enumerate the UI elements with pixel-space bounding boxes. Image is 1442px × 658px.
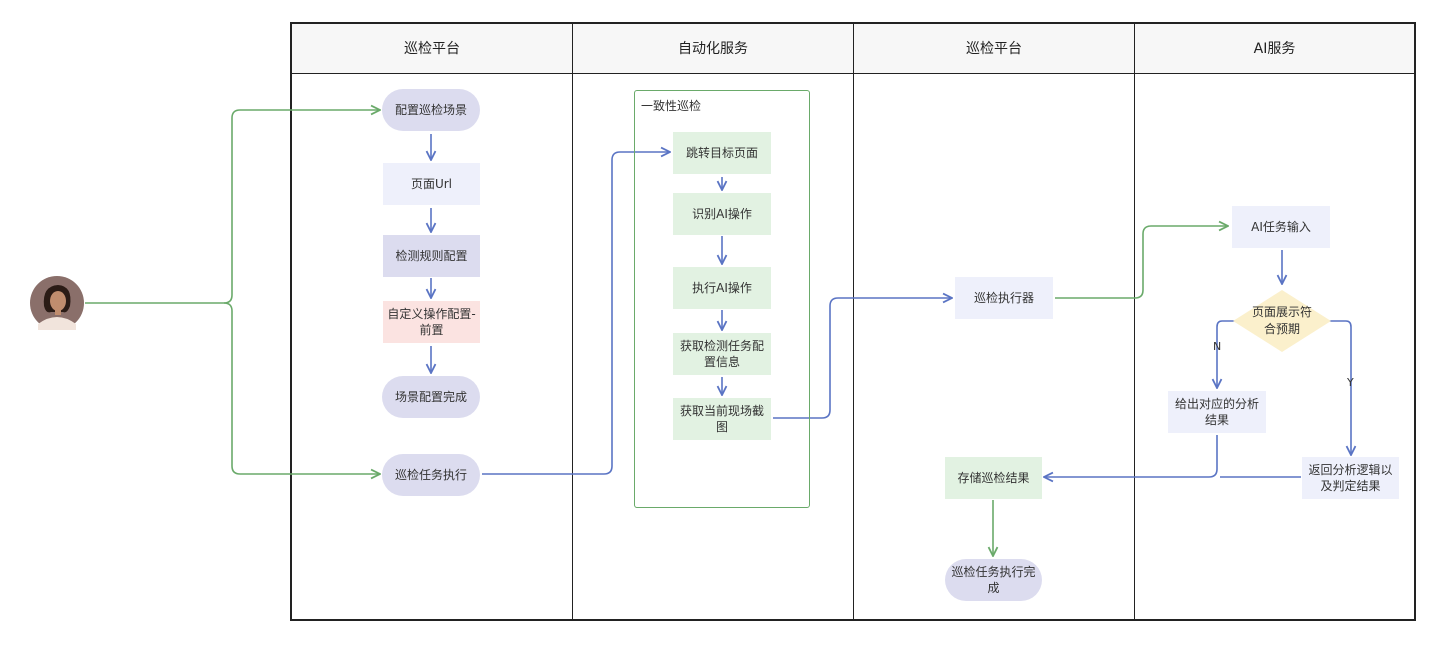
scene-done-node[interactable]: 场景配置完成 [382, 376, 480, 418]
give-result-node[interactable]: 给出对应的分析结果 [1168, 391, 1266, 433]
lane-divider [572, 24, 573, 619]
swimlane-frame [290, 22, 1416, 621]
lane-header-platform: 巡检平台 [292, 24, 572, 74]
branch-label-n: N [1213, 340, 1222, 353]
store-result-node[interactable]: 存储巡检结果 [945, 457, 1042, 499]
identify-ai-node[interactable]: 识别AI操作 [673, 193, 771, 235]
group-title: 一致性巡检 [641, 99, 702, 113]
task-exec-node[interactable]: 巡检任务执行 [382, 454, 480, 496]
return-result-node[interactable]: 返回分析逻辑以及判定结果 [1302, 457, 1399, 499]
consistency-group: 一致性巡检 [634, 90, 810, 508]
jump-page-node[interactable]: 跳转目标页面 [673, 132, 771, 174]
screenshot-node[interactable]: 获取当前现场截图 [673, 398, 771, 440]
executor-node[interactable]: 巡检执行器 [955, 277, 1053, 319]
lane-header-automation: 自动化服务 [573, 24, 853, 74]
ai-task-input-node[interactable]: AI任务输入 [1232, 206, 1330, 248]
person-avatar-icon [30, 276, 84, 330]
lane-header-platform-2: 巡检平台 [854, 24, 1134, 74]
decision-diamond [1233, 290, 1331, 352]
config-scene-node[interactable]: 配置巡检场景 [382, 89, 480, 131]
lane-header-ai-service: AI服务 [1135, 24, 1414, 74]
task-done-node[interactable]: 巡检任务执行完成 [945, 559, 1042, 601]
lane-divider [1134, 24, 1135, 619]
lane-divider [853, 24, 854, 619]
page-url-node[interactable]: 页面Url [383, 163, 480, 205]
exec-ai-node[interactable]: 执行AI操作 [673, 267, 771, 309]
branch-label-y: Y [1347, 376, 1354, 389]
custom-ops-node[interactable]: 自定义操作配置-前置 [383, 301, 480, 343]
get-config-node[interactable]: 获取检测任务配置信息 [673, 333, 771, 375]
detect-rules-node[interactable]: 检测规则配置 [383, 235, 480, 277]
decision-label: 页面展示符合预期 [1252, 305, 1313, 336]
